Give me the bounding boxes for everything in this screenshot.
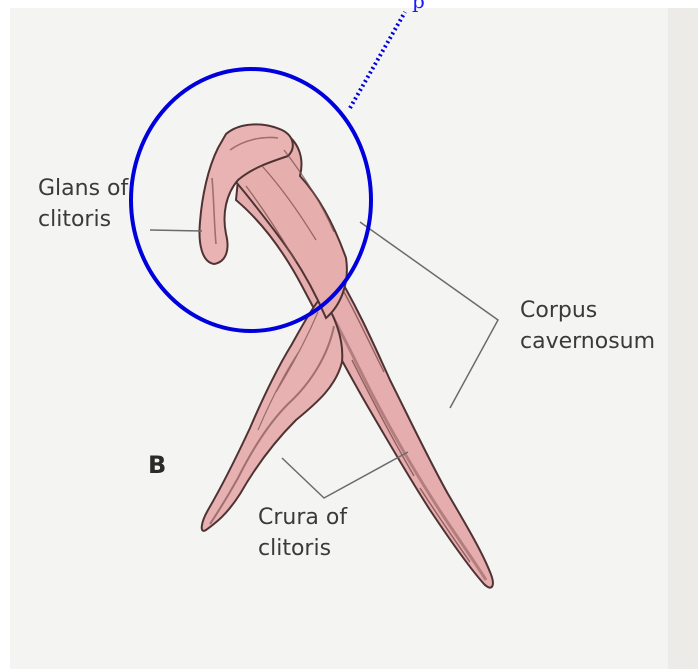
corpus-label-line2: cavernosum	[520, 327, 655, 356]
corpus-label-line1: Corpus	[520, 296, 597, 325]
panel-letter: B	[148, 451, 166, 479]
crura-label-line1: Crura of	[258, 503, 347, 532]
glans-label-line1: Glans of	[38, 174, 128, 203]
glans-label-line2: clitoris	[38, 205, 111, 234]
crura-label-line2: clitoris	[258, 534, 331, 563]
scan-right-edge	[668, 8, 698, 669]
glans-leader-line	[150, 230, 202, 231]
caption-fragment: p	[412, 0, 425, 11]
